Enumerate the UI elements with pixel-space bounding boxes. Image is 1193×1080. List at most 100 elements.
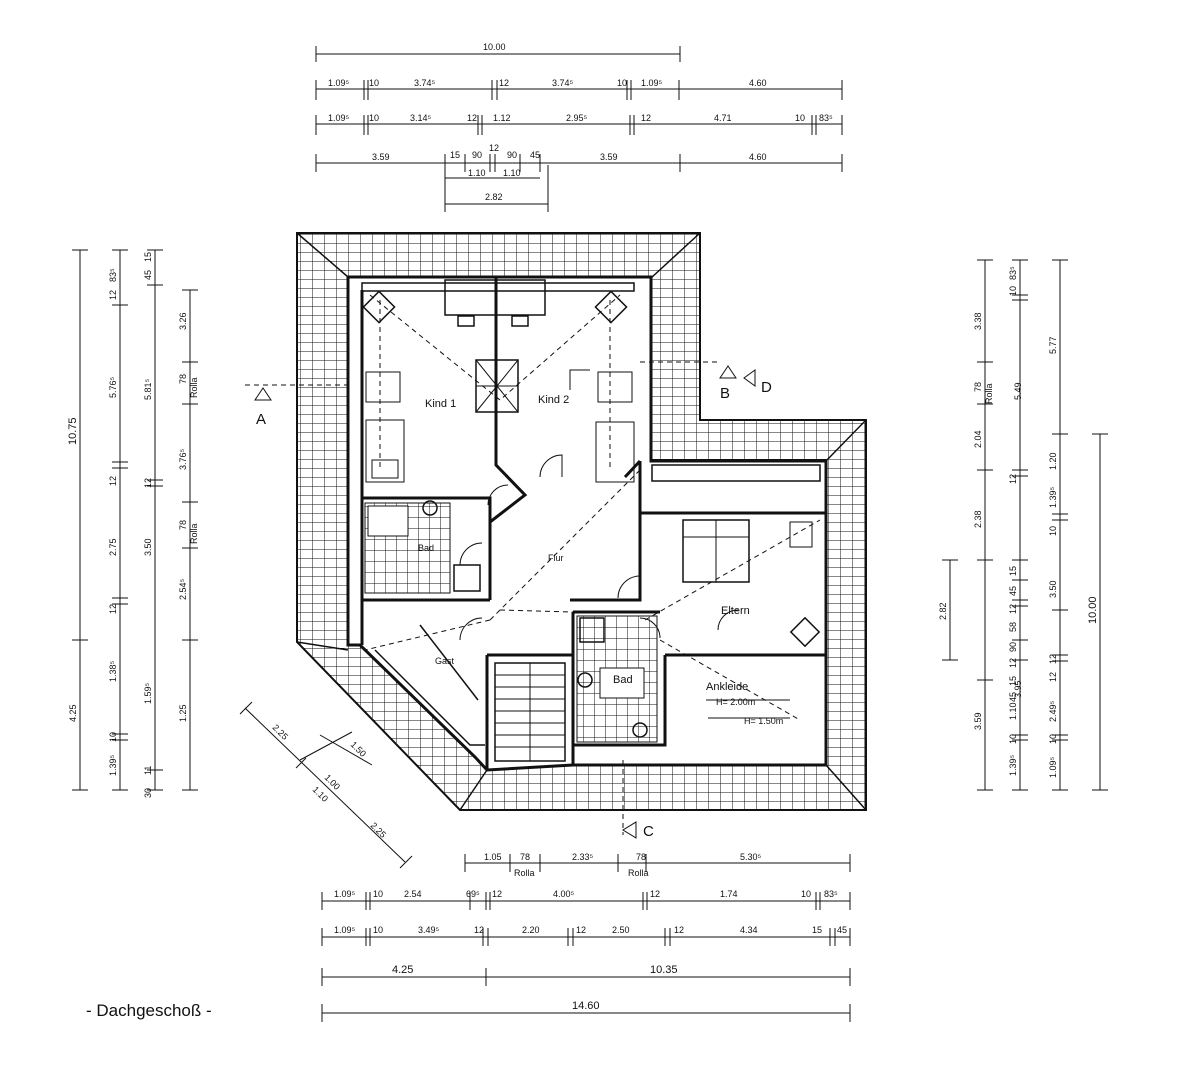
dim-left-outer: 4.25 <box>68 704 78 722</box>
dim-bot-r3-6: 2.50 <box>612 925 630 935</box>
dim-top-r4b-1: 1.10 <box>503 168 521 178</box>
doors <box>459 454 739 641</box>
dim-bot-r2-2: 2.54 <box>404 889 422 899</box>
dim-top-r2-1: 10 <box>369 78 379 88</box>
dim-left-b4: 3.50 <box>143 538 153 556</box>
dim-bot-r1-3: 2.33⁵ <box>572 852 594 862</box>
room-label-bad-right: Bad <box>613 674 633 686</box>
dim-right-b8: 12 <box>1008 658 1018 668</box>
dim-top-r3-2: 3.14⁵ <box>410 113 432 123</box>
dim-right-c9: 2.49⁵ <box>1048 700 1058 722</box>
dim-left-b7: 30 <box>143 788 153 798</box>
room-label-bad-left: Bad <box>418 543 434 553</box>
dim-left-c6: 2.54⁵ <box>178 578 188 600</box>
dim-left-a1: 83⁵ <box>108 268 118 282</box>
dim-bot-r5-0: 14.60 <box>572 1000 600 1012</box>
room-label-flur: Flur <box>548 553 564 563</box>
dim-left-b5: 1.59⁵ <box>143 682 153 704</box>
dim-left-b3: 12 <box>143 478 153 488</box>
section-marks: A B D C <box>245 361 772 840</box>
dim-top-r3-0: 1.09⁵ <box>328 113 350 123</box>
dim-top-r4-4: 90 <box>507 150 517 160</box>
dim-right-b0: 10 <box>1008 286 1018 296</box>
plan-caption: - Dachgeschoß - <box>86 1001 212 1020</box>
dim-top-r3-9: 83⁵ <box>819 113 833 123</box>
dim-top-r5-0: 2.82 <box>485 192 503 202</box>
room-label-ankleide: Ankleide <box>706 681 748 693</box>
dim-right-a1: 78 <box>973 382 983 392</box>
dimension-chain-top: 10.00 1.09⁵ 10 3.74⁵ 12 3.74⁵ 10 1.09⁵ 4… <box>315 42 843 212</box>
dim-right-c6: 12 <box>1048 654 1058 664</box>
dim-top-r3-3: 12 <box>467 113 477 123</box>
dim-diag-2: 1.00 <box>323 772 342 791</box>
dim-right-b10: 45 <box>1008 692 1018 702</box>
room-label-gast: Gast <box>435 656 455 666</box>
dim-right-d0: 2.82 <box>938 602 948 620</box>
dim-bot-r1-2: Rolla <box>514 868 535 878</box>
dim-right-b1: 83⁵ <box>1008 266 1018 280</box>
dim-left-c1: 78 <box>178 374 188 384</box>
section-mark-c: C <box>643 823 654 840</box>
dim-top-total: 10.00 <box>483 42 506 52</box>
dim-top-r3-8: 10 <box>795 113 805 123</box>
dim-bot-r3-2: 3.49⁵ <box>418 925 440 935</box>
dim-left-c4: 78 <box>178 520 188 530</box>
dim-top-r4b-0: 1.10 <box>468 168 486 178</box>
dim-top-r3-4: 1.12 <box>493 113 511 123</box>
room-label-kind1: Kind 1 <box>425 398 456 410</box>
dim-bot-r4-1: 10.35 <box>650 964 678 976</box>
dim-right-b13: 1.39⁵ <box>1008 754 1018 776</box>
dim-left-a2: 5.76⁵ <box>108 376 118 398</box>
dimension-chain-bottom: 1.05 78 Rolla 2.33⁵ 78 Rolla 5.30⁵ 1.09⁵… <box>321 852 851 1022</box>
dim-bot-r2-9: 83⁵ <box>824 889 838 899</box>
dim-bot-r2-0: 1.09⁵ <box>334 889 356 899</box>
interior-walls <box>360 277 826 770</box>
roof-slope-lines <box>364 294 821 721</box>
dim-left-c0: 3.26 <box>178 312 188 330</box>
dim-top-r2-2: 3.74⁵ <box>414 78 436 88</box>
dim-right-c10: 10 <box>1048 734 1058 744</box>
dim-left-c5: Rolla <box>189 523 199 544</box>
bath-tiles <box>364 500 658 743</box>
dim-bot-r4-0: 4.25 <box>392 964 413 976</box>
room-label-kind2: Kind 2 <box>538 394 569 406</box>
dim-bot-r2-8: 10 <box>801 889 811 899</box>
ankleide-height-2: H= 1.50m <box>744 716 783 726</box>
dim-right-c1: 5.49 <box>1013 382 1023 400</box>
dim-top-r2-5: 10 <box>617 78 627 88</box>
ankleide-height-1: H= 2.00m <box>716 697 755 707</box>
dim-right-b5: 12 <box>1008 604 1018 614</box>
dim-bot-r2-5: 4.00⁵ <box>553 889 575 899</box>
roof-windows <box>362 290 821 648</box>
dim-top-r4-1: 15 <box>450 150 460 160</box>
dim-bot-r3-5: 12 <box>576 925 586 935</box>
dim-top-r4-7: 4.60 <box>749 152 767 162</box>
dim-bot-r3-1: 10 <box>373 925 383 935</box>
dim-left-b0: 15 <box>143 252 153 262</box>
dim-left-c3: 3.76⁵ <box>178 448 188 470</box>
dim-diag-0: 2.25 <box>271 722 290 741</box>
dim-bot-r3-4: 2.20 <box>522 925 540 935</box>
section-mark-d: D <box>761 379 772 396</box>
dim-bot-r2-3: 69⁵ <box>466 889 480 899</box>
dim-right-b4: 45 <box>1008 586 1018 596</box>
dim-bot-r1-0: 1.05 <box>484 852 502 862</box>
dim-diag-4: 2.25 <box>369 820 388 839</box>
dim-right-a2: Rolla <box>984 383 994 404</box>
furniture <box>365 369 813 762</box>
dim-left-b6: 11 <box>143 766 153 775</box>
dim-left-a0: 12 <box>108 290 118 300</box>
dim-right-a3: 2.04 <box>973 430 983 448</box>
dim-left-a8: 1.39⁵ <box>108 754 118 776</box>
dim-right-a5: 3.59 <box>973 712 983 730</box>
dim-bot-r2-4: 12 <box>492 889 502 899</box>
section-mark-a: A <box>256 411 266 428</box>
dim-top-r3-7: 4.71 <box>714 113 732 123</box>
dim-right-c7: 3.95 <box>1013 680 1023 698</box>
dim-right-b9: 15 <box>1008 676 1018 686</box>
dim-bot-r1-4: 78 <box>636 852 646 862</box>
dim-top-r4-6: 3.59 <box>600 152 618 162</box>
dim-bot-r1-5: Rolla <box>628 868 649 878</box>
dim-top-r4-5: 45 <box>530 150 540 160</box>
